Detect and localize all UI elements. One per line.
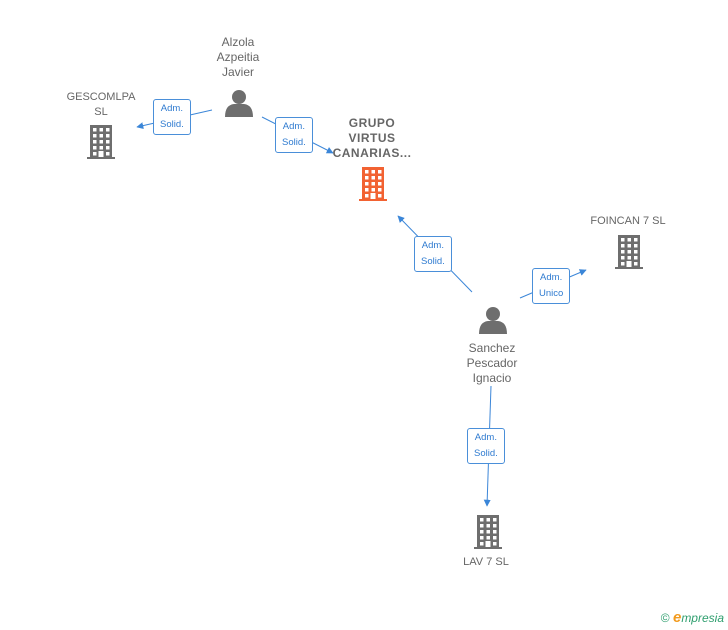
person-icon-alzola[interactable]: [225, 90, 253, 117]
edge-label-alzola-grupo-virtus[interactable]: Adm. Solid.: [275, 117, 313, 153]
edge-label-alzola-gescomlpa[interactable]: Adm. Solid.: [153, 99, 191, 135]
node-label-sanchez[interactable]: Sanchez Pescador Ignacio: [466, 341, 518, 385]
building-icon-lav7[interactable]: [474, 515, 502, 549]
building-icon-grupo_virtus[interactable]: [359, 167, 387, 201]
node-label-gescomlpa[interactable]: GESCOMLPA SL: [66, 91, 136, 118]
node-label-foincan[interactable]: FOINCAN 7 SL: [590, 215, 666, 227]
edge-label-sanchez-grupo-virtus[interactable]: Adm. Solid.: [414, 236, 452, 272]
brand-rest: mpresia: [681, 611, 724, 625]
building-icon-gescomlpa[interactable]: [87, 125, 115, 159]
node-label-alzola[interactable]: Alzola Azpeitia Javier: [216, 35, 260, 79]
person-icon-sanchez[interactable]: [479, 307, 507, 334]
edges-layer: [136, 109, 587, 507]
edge-label-sanchez-lav7[interactable]: Adm. Solid.: [467, 428, 505, 464]
edge-label-sanchez-foincan[interactable]: Adm. Unico: [532, 268, 571, 304]
node-label-lav7[interactable]: LAV 7 SL: [463, 556, 509, 568]
brand-e: e: [672, 609, 682, 626]
building-icon-foincan[interactable]: [615, 235, 643, 269]
icons-layer: [87, 90, 643, 549]
copyright-icon: ©: [660, 611, 670, 625]
node-label-grupo-virtus[interactable]: GRUPO VIRTUS CANARIAS...: [332, 116, 412, 160]
brand-logo: © empresia: [661, 609, 724, 626]
